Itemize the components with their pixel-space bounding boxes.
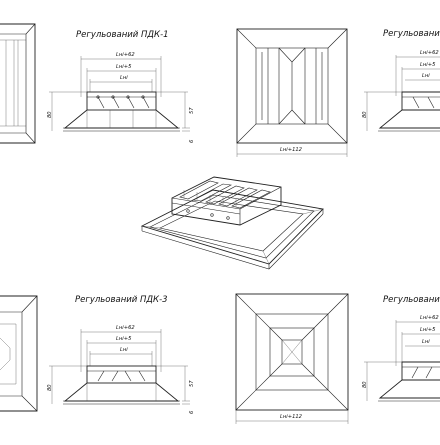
dim-height-57: 57 — [189, 107, 195, 114]
section-title: Регульований — [383, 295, 440, 305]
dim-height-80: 80 — [362, 111, 368, 118]
dim-width: Lнi — [422, 73, 430, 79]
section-title: Регульований — [383, 29, 440, 39]
plan-view-top-left — [0, 23, 36, 144]
dim-height-80: 80 — [47, 111, 53, 118]
dim-width: Lнi — [120, 75, 128, 81]
section-top-right: Регульований Lнi+62 Lнi+5 Lнi 80 — [362, 29, 440, 132]
dim-height-80: 80 — [47, 384, 53, 391]
section-title: Регульований ПДК-1 — [76, 30, 169, 40]
dim-width-plus-62: Lнi+62 — [116, 325, 135, 331]
dim-overall-width: Lнi+112 — [280, 147, 302, 153]
dim-height-57: 57 — [189, 380, 195, 387]
plan-view-bottom-right: Lнi+112 — [235, 293, 349, 424]
dim-width-plus-5: Lнi+5 — [420, 62, 436, 68]
dim-width-plus-62: Lнi+62 — [116, 52, 135, 58]
plan-view-bottom-left — [0, 295, 38, 412]
dim-height-6: 6 — [189, 139, 195, 143]
dim-width: Lнi — [120, 347, 128, 353]
dim-width-plus-5: Lнi+5 — [420, 327, 436, 333]
section-bottom-right: Регульований Lнi+62 Lнi+5 Lнi 80 — [362, 295, 440, 402]
dim-overall-width: Lнi+112 — [280, 414, 302, 420]
plan-view-top-right: Lнi+112 — [236, 28, 348, 157]
isometric-diffuser — [140, 176, 324, 270]
dim-width-plus-62: Lнi+62 — [420, 50, 439, 56]
dim-width: Lнi — [422, 339, 430, 345]
section-top-left: Регульований ПДК-1 Lнi+62 Lнi+5 Lнi — [47, 30, 195, 143]
dim-width-plus-5: Lнi+5 — [116, 64, 132, 70]
dim-height-80: 80 — [362, 381, 368, 388]
section-bottom-left: Регульований ПДК-3 Lнi+62 Lнi+5 Lнi 80 5… — [47, 295, 195, 414]
dim-width-plus-62: Lнi+62 — [420, 315, 439, 321]
dim-width-plus-5: Lнi+5 — [116, 336, 132, 342]
section-title: Регульований ПДК-3 — [75, 295, 168, 305]
dim-height-6: 6 — [189, 410, 195, 414]
